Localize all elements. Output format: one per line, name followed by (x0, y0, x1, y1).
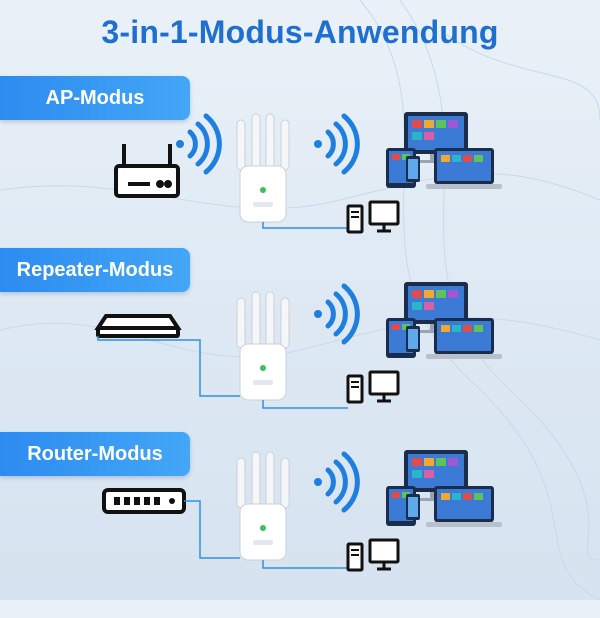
router-icon (114, 144, 180, 198)
access-point-icon (94, 314, 182, 338)
client-devices-icon (386, 282, 502, 359)
wifi-extender-device (236, 291, 290, 401)
desktop-pc-icon (346, 370, 400, 404)
network-cable (262, 560, 348, 569)
desktop-pc-icon (346, 538, 400, 572)
wifi-extender-device (236, 113, 290, 223)
network-cable (262, 400, 348, 409)
client-devices-icon (386, 450, 502, 527)
mode-row-ap (0, 110, 600, 280)
page-title: 3-in-1-Modus-Anwendung (101, 14, 499, 50)
network-cable (262, 222, 348, 229)
mode-row-router (0, 448, 600, 618)
mode-label-text: Router-Modus (27, 442, 163, 465)
mode-row-repeater (0, 280, 600, 450)
modem-icon (102, 488, 186, 514)
mode-label-text: Repeater-Modus (16, 258, 174, 281)
mode-label-text: AP-Modus (45, 86, 145, 109)
client-devices-icon (386, 112, 502, 189)
wifi-signal-icon (314, 113, 360, 175)
network-cable (97, 336, 240, 397)
wifi-extender-device (236, 451, 290, 561)
wifi-signal-icon (314, 451, 360, 513)
network-cable (184, 500, 240, 559)
mode-label-repeater: Repeater-Modus (0, 248, 190, 292)
wifi-signal-icon (314, 283, 360, 345)
wifi-signal-icon (176, 113, 222, 175)
mode-label-router: Router-Modus (0, 432, 190, 476)
mode-label-ap: AP-Modus (0, 76, 190, 120)
desktop-pc-icon (346, 200, 400, 234)
